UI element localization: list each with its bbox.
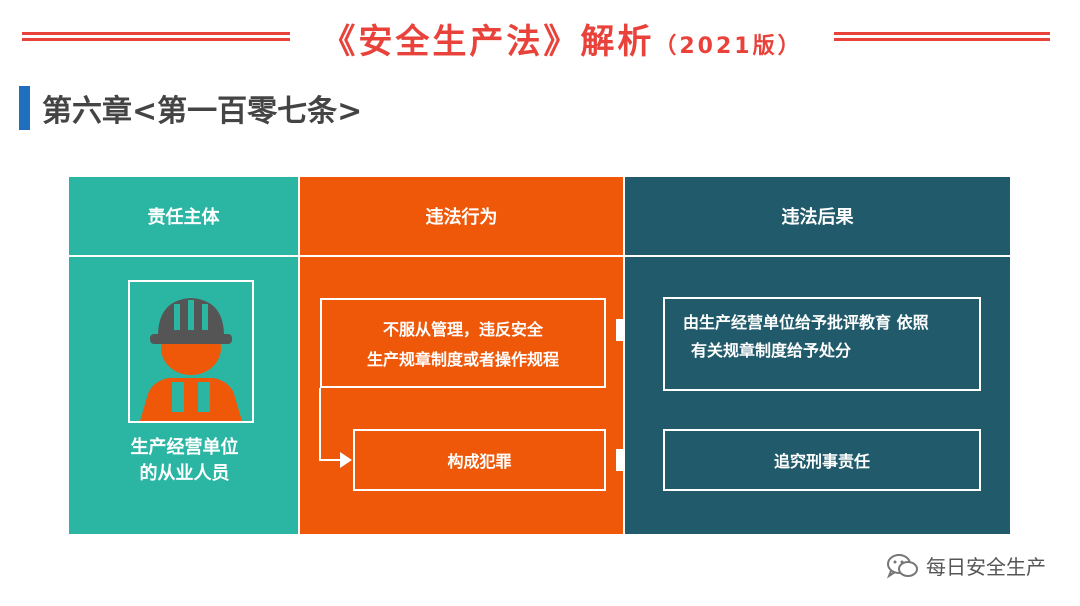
- column-header-behavior: 违法行为: [300, 177, 623, 257]
- construction-worker-icon: [140, 298, 242, 421]
- consequence-box-criminal: 追究刑事责任: [663, 429, 981, 491]
- chapter-accent-bar: [19, 86, 30, 130]
- behavior-line2: 生产规章制度或者操作规程: [366, 350, 559, 369]
- consequence-line1: 由生产经营单位给予批评教育 依照: [683, 313, 929, 332]
- consequence-line2: 有关规章制度给予处分: [691, 341, 852, 360]
- behavior-box-violation: 不服从管理，违反安全 生产规章制度或者操作规程: [320, 298, 606, 388]
- column-behavior: 违法行为 不服从管理，违反安全 生产规章制度或者操作规程 构成犯罪: [300, 177, 660, 534]
- title-year: （2021版）: [654, 34, 803, 59]
- column-header-subject: 责任主体: [69, 177, 298, 257]
- title-decoration-left: [22, 32, 290, 41]
- responsibility-table: 责任主体 生产经营单位 的从业人员 违法行为 不: [69, 177, 1010, 534]
- behavior-box-crime: 构成犯罪: [353, 429, 606, 491]
- title-main: 《安全生产法》解析: [321, 22, 655, 62]
- title-decoration-right: [834, 32, 1050, 41]
- watermark-text: 每日安全生产: [926, 555, 1046, 579]
- consequence-box-discipline: 由生产经营单位给予批评教育 依照 有关规章制度给予处分: [663, 297, 981, 391]
- column-header-consequence: 违法后果: [625, 177, 1010, 257]
- worker-card: [128, 280, 254, 423]
- behavior-line1: 不服从管理，违反安全: [382, 320, 543, 339]
- subject-label-line2: 的从业人员: [139, 463, 230, 484]
- chapter-heading: 第六章<第一百零七条>: [42, 94, 363, 129]
- subject-label: 生产经营单位 的从业人员: [69, 435, 300, 487]
- connector-arrow: [319, 388, 352, 468]
- watermark: 每日安全生产: [886, 551, 1046, 580]
- column-consequence: 违法后果 由生产经营单位给予批评教育 依照 有关规章制度给予处分 追究刑事责任: [625, 177, 1010, 534]
- subject-label-line1: 生产经营单位: [130, 437, 239, 458]
- page-title: 《安全生产法》解析（2021版）: [290, 14, 834, 63]
- wechat-icon: [886, 553, 918, 579]
- column-subject: 责任主体 生产经营单位 的从业人员: [69, 177, 300, 534]
